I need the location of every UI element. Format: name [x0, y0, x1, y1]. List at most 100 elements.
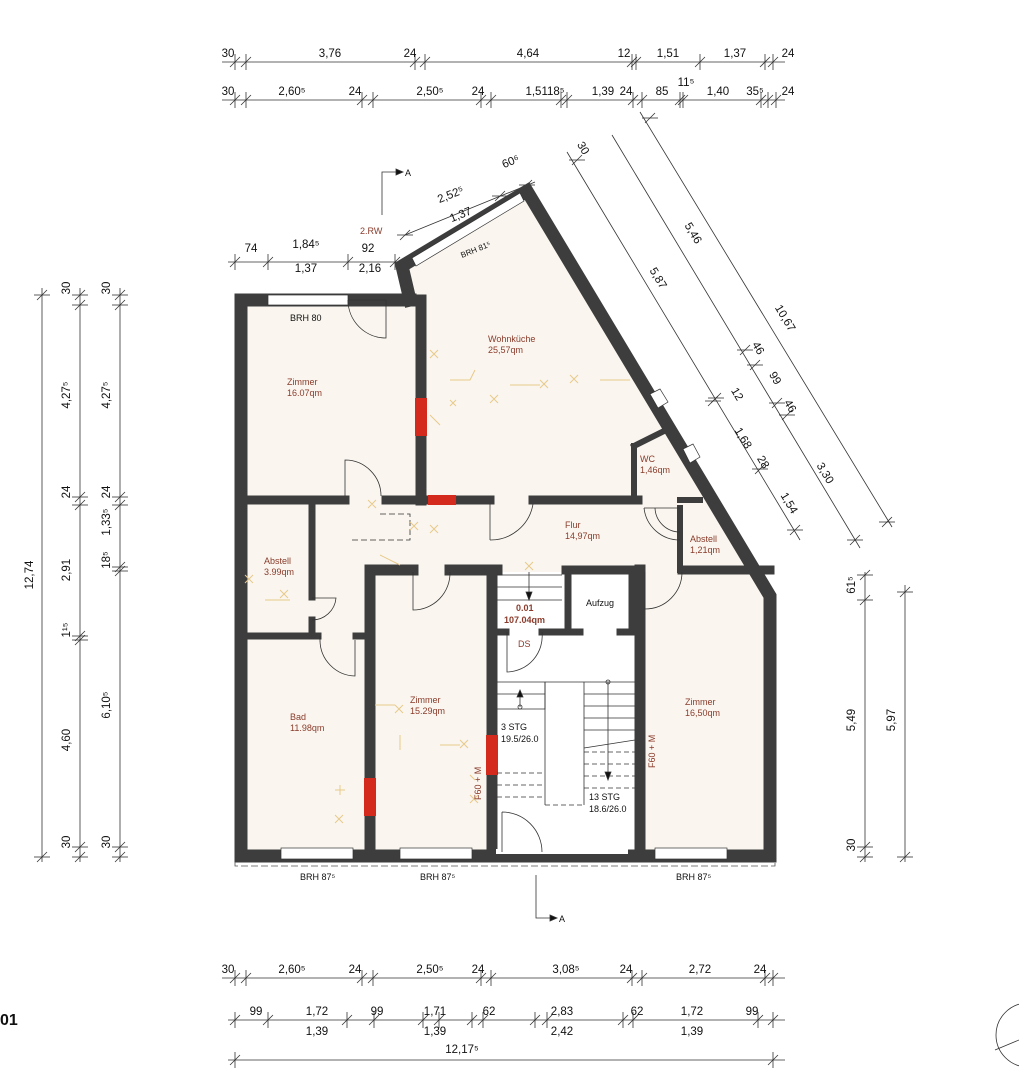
room-name: Zimmer [410, 695, 441, 705]
dimension-label: 85 [656, 86, 669, 98]
room-name: Wohnküche [488, 334, 535, 344]
dimension-label: 24 [349, 964, 362, 976]
ds-label: DS [518, 639, 531, 649]
dimension-label: 18⁵ [101, 551, 113, 569]
dimension-lines [34, 54, 913, 1068]
dimension-label: 1,72 [681, 1006, 703, 1018]
dimension-label: 1,71 [424, 1006, 446, 1018]
room-name: Bad [290, 712, 306, 722]
unit-number: 0.01 [516, 603, 534, 613]
dimension-label: 24 [472, 964, 485, 976]
room-area: 15.29qm [410, 706, 445, 716]
unit-area: 107.04qm [504, 615, 545, 625]
dimension-label: 92 [362, 243, 375, 255]
dimension-label: 5,97 [886, 709, 898, 731]
room-name: Zimmer [287, 377, 318, 387]
dimension-label: 30 [101, 836, 113, 849]
dimension-label: 28 [754, 454, 771, 471]
dimension-label: 24 [782, 86, 795, 98]
section-marker-top [381, 168, 405, 215]
dimension-label: 2,50⁵ [416, 964, 443, 976]
dimension-label: 12 [728, 386, 745, 403]
dimension-label: 1¹⁵ [61, 622, 73, 637]
dimension-label: 11⁵ [678, 77, 695, 89]
section-marker-top-label: A [405, 168, 411, 178]
room-area: 16,50qm [685, 708, 720, 718]
dimension-label: 2,52⁵ [436, 184, 466, 205]
sheet-number: 01 [0, 1012, 18, 1029]
section-marker-bottom [535, 875, 559, 922]
dimension-label: 3,08⁵ [552, 964, 579, 976]
dimension-label: 1,39 [424, 1026, 446, 1038]
dimension-label: 30 [61, 282, 73, 295]
stair-steps-label: 3 STG [501, 722, 527, 732]
sill-height-label: BRH 87⁵ [676, 872, 712, 882]
dimension-label: 1,51 [657, 48, 679, 60]
dimension-label: 99 [371, 1006, 384, 1018]
dimension-label: 2,50⁵ [416, 86, 443, 98]
dimension-label: 24 [620, 964, 633, 976]
dimension-label: 30 [222, 48, 235, 60]
dimension-label: 1,84⁵ [292, 239, 319, 251]
room-name: WC [640, 454, 655, 464]
dimension-label: 2,42 [551, 1026, 573, 1038]
dimension-label: 12,74 [24, 560, 36, 589]
dimension-label: 5,49 [846, 709, 858, 731]
dimension-label: 1,72 [306, 1006, 328, 1018]
dimension-label: 1,39 [306, 1026, 328, 1038]
dimension-label: 24 [61, 485, 73, 498]
sill-height-label: BRH 87⁵ [300, 872, 336, 882]
dimension-label: 74 [245, 243, 258, 255]
dimension-label: 5,87 [647, 266, 669, 291]
dimension-label: 5,46 [682, 221, 704, 246]
dimension-label: 2,60⁵ [278, 964, 305, 976]
dimension-label: 24 [472, 86, 485, 98]
stair-ratio-label: 19.5/26.0 [501, 734, 539, 744]
room-area: 3.99qm [264, 567, 294, 577]
dimension-label: 99 [250, 1006, 263, 1018]
north-arrow-circle [995, 1003, 1019, 1067]
room-name: Abstell [690, 534, 717, 544]
dimension-label: 1,39 [592, 86, 614, 98]
room-area: 11.98qm [290, 723, 324, 733]
dimension-label: 46 [781, 398, 798, 415]
dimension-label: 4,27⁵ [101, 381, 113, 408]
dimension-label: 2,72 [689, 964, 711, 976]
dimension-label: 30 [61, 836, 73, 849]
dimension-label: 2,91 [61, 559, 73, 581]
dimension-label: 1,40 [707, 86, 729, 98]
dimension-label: 1,68 [732, 426, 754, 451]
fire-door-label: F60 + M [647, 735, 657, 768]
dimension-label: 24 [620, 86, 633, 98]
dimension-label: 12 [618, 48, 631, 60]
dimension-label: 1,5118⁵ [525, 86, 564, 98]
dimension-label: 4,64 [517, 48, 540, 60]
fire-door-label: F60 + M [473, 767, 483, 800]
dimension-label: 30 [222, 964, 235, 976]
terrace-line [234, 862, 776, 867]
sill-height-label: BRH 80 [290, 313, 322, 323]
dimension-label: 24 [754, 964, 767, 976]
dimension-label: 4,27⁵ [61, 381, 73, 408]
dimension-label: 1,33⁵ [101, 508, 113, 535]
dimension-label: 46 [749, 340, 766, 357]
elevator-label: Aufzug [586, 598, 614, 608]
room-name: Flur [565, 520, 581, 530]
dimension-line [639, 111, 893, 528]
dimension-label: 30 [101, 282, 113, 295]
dimension-label: 60⁶ [501, 153, 522, 171]
dimension-label: 1,37 [295, 263, 317, 275]
rw-label: 2.RW [360, 226, 383, 236]
dimension-label: 2,16 [359, 263, 381, 275]
dimension-label: 1,37 [724, 48, 746, 60]
dimension-label: 30 [222, 86, 235, 98]
dimension-label: 30 [846, 839, 858, 852]
dimension-label: 30 [574, 140, 591, 157]
room-area: 14,97qm [565, 531, 600, 541]
dimension-line [566, 151, 801, 541]
room-area: 16.07qm [287, 388, 322, 398]
room-area: 1,46qm [640, 465, 670, 475]
dimension-label: 24 [782, 48, 795, 60]
dimension-line [611, 134, 861, 549]
dimension-label: 24 [404, 48, 417, 60]
